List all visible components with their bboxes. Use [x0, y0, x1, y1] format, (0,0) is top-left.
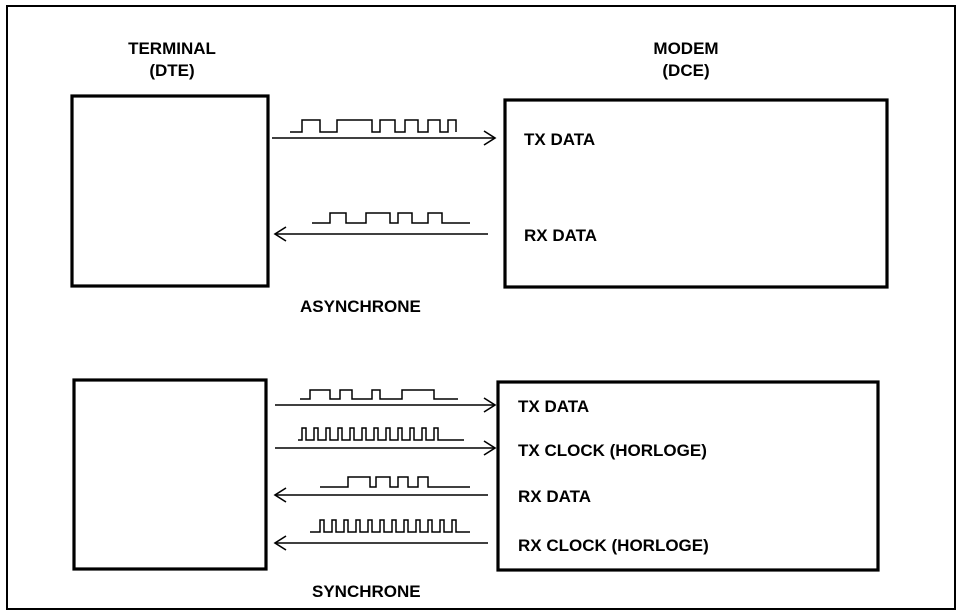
sync-tx-clock-arrow-head	[483, 440, 497, 456]
modem-subtitle: (DCE)	[662, 61, 709, 80]
async-rx-data-label: RX DATA	[524, 226, 597, 245]
sync-tx-data-signal: TX DATA	[275, 389, 589, 416]
sync-rx-clock-arrow-head	[273, 535, 287, 551]
sync-rx-data-waveform	[320, 476, 470, 488]
sync-section: TX DATA TX CLOCK (HORLOGE) RX DATA RX CL…	[72, 378, 880, 601]
outer-frame	[6, 5, 956, 610]
sync-tx-clock-signal: TX CLOCK (HORLOGE)	[275, 427, 707, 460]
async-section: TX DATA RX DATA ASYNCHRONE	[70, 94, 889, 316]
terminal-title: TERMINAL	[128, 39, 216, 58]
sync-tx-clock-waveform	[298, 427, 464, 441]
async-caption: ASYNCHRONE	[300, 297, 421, 316]
async-rx-data-signal: RX DATA	[273, 212, 597, 245]
sync-rx-data-arrow-head	[273, 487, 287, 503]
async-terminal-box	[70, 94, 270, 288]
sync-rx-clock-waveform	[310, 519, 470, 533]
sync-tx-data-label: TX DATA	[518, 397, 589, 416]
modem-title: MODEM	[653, 39, 718, 58]
sync-tx-data-arrow-head	[483, 397, 497, 413]
sync-modem-box	[496, 380, 880, 572]
sync-rx-data-label: RX DATA	[518, 487, 591, 506]
terminal-subtitle: (DTE)	[149, 61, 194, 80]
async-tx-arrow-head	[483, 130, 497, 146]
sync-rx-clock-signal: RX CLOCK (HORLOGE)	[273, 519, 709, 555]
async-modem-box	[503, 98, 889, 289]
async-rx-data-waveform	[312, 212, 470, 224]
sync-caption: SYNCHRONE	[312, 582, 421, 601]
sync-rx-data-signal: RX DATA	[273, 476, 591, 506]
sync-terminal-box	[72, 378, 268, 571]
sync-tx-clock-label: TX CLOCK (HORLOGE)	[518, 441, 707, 460]
async-tx-data-waveform	[290, 119, 457, 133]
async-rx-arrow-head	[273, 226, 287, 242]
async-tx-data-signal: TX DATA	[272, 119, 595, 149]
async-tx-data-label: TX DATA	[524, 130, 595, 149]
sync-rx-clock-label: RX CLOCK (HORLOGE)	[518, 536, 709, 555]
sync-tx-data-waveform	[300, 389, 458, 400]
